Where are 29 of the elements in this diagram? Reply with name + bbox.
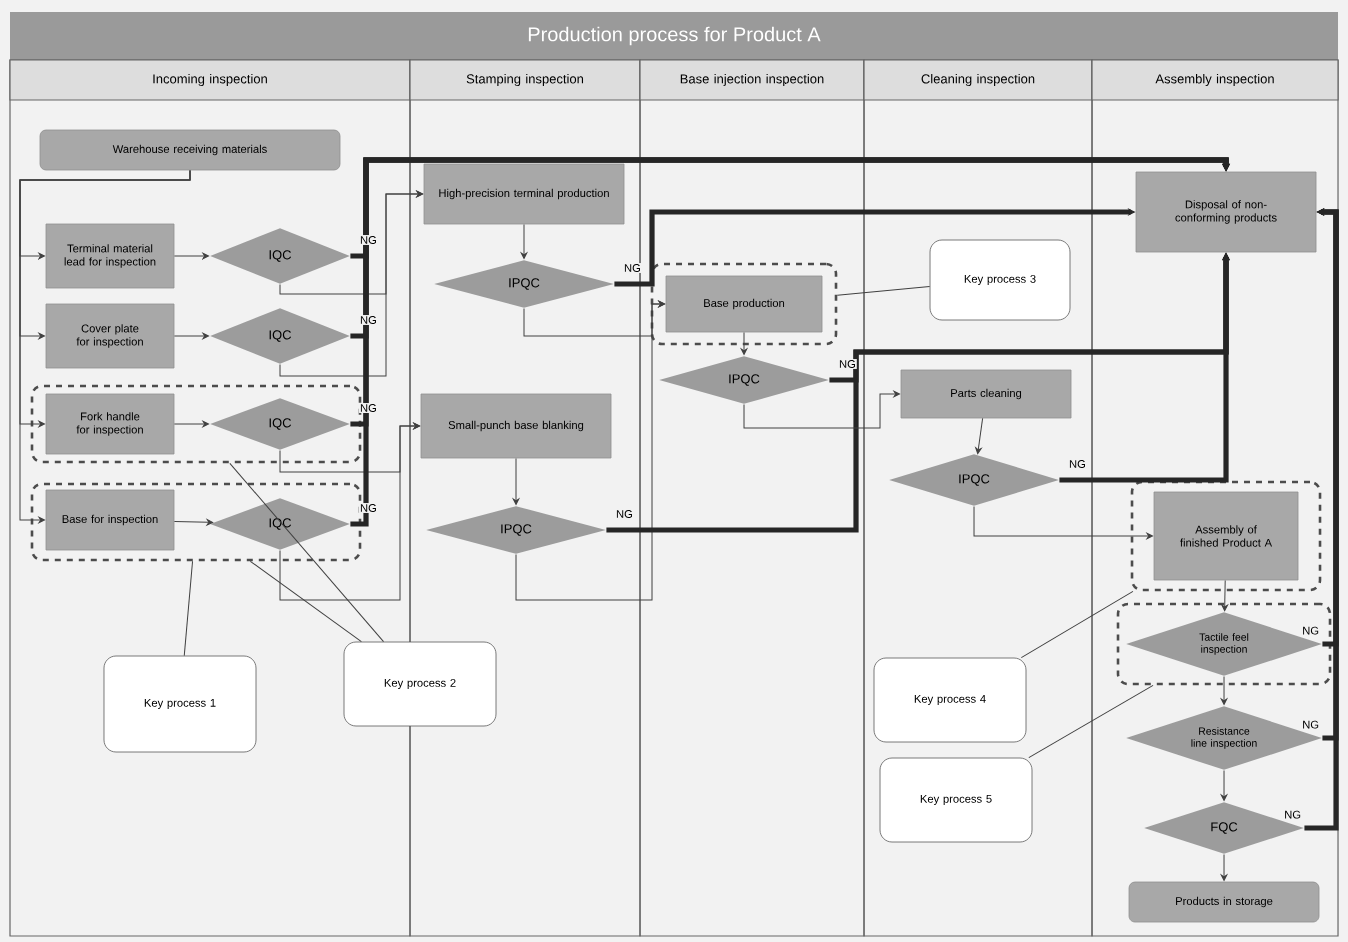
arrow [975, 417, 984, 455]
arrow [515, 300, 665, 601]
arrow [350, 157, 1231, 527]
dashed-frame [650, 262, 838, 346]
leader-line [1028, 684, 1154, 759]
arrow [1220, 769, 1228, 801]
arrow [1220, 675, 1228, 705]
arrow [1221, 579, 1228, 612]
leader-line [249, 560, 362, 643]
arrow [743, 390, 900, 429]
arrow [520, 223, 528, 259]
arrow [279, 422, 420, 601]
dashed-frame [30, 482, 362, 562]
arrow [173, 332, 209, 340]
arrow [740, 331, 748, 355]
arrow [173, 252, 209, 260]
dashed-frame [30, 384, 362, 464]
arrow [173, 420, 209, 428]
arrow [279, 190, 423, 377]
arrow [173, 519, 214, 526]
leader-line [1020, 590, 1134, 659]
leader-line [836, 286, 931, 296]
arrow [1220, 853, 1228, 881]
arrow [19, 169, 191, 524]
arrow [512, 457, 520, 505]
arrow [973, 505, 1153, 540]
title-bar: Production process for Product A [10, 12, 1338, 60]
leader-line [183, 560, 194, 657]
leader-line [229, 462, 385, 643]
